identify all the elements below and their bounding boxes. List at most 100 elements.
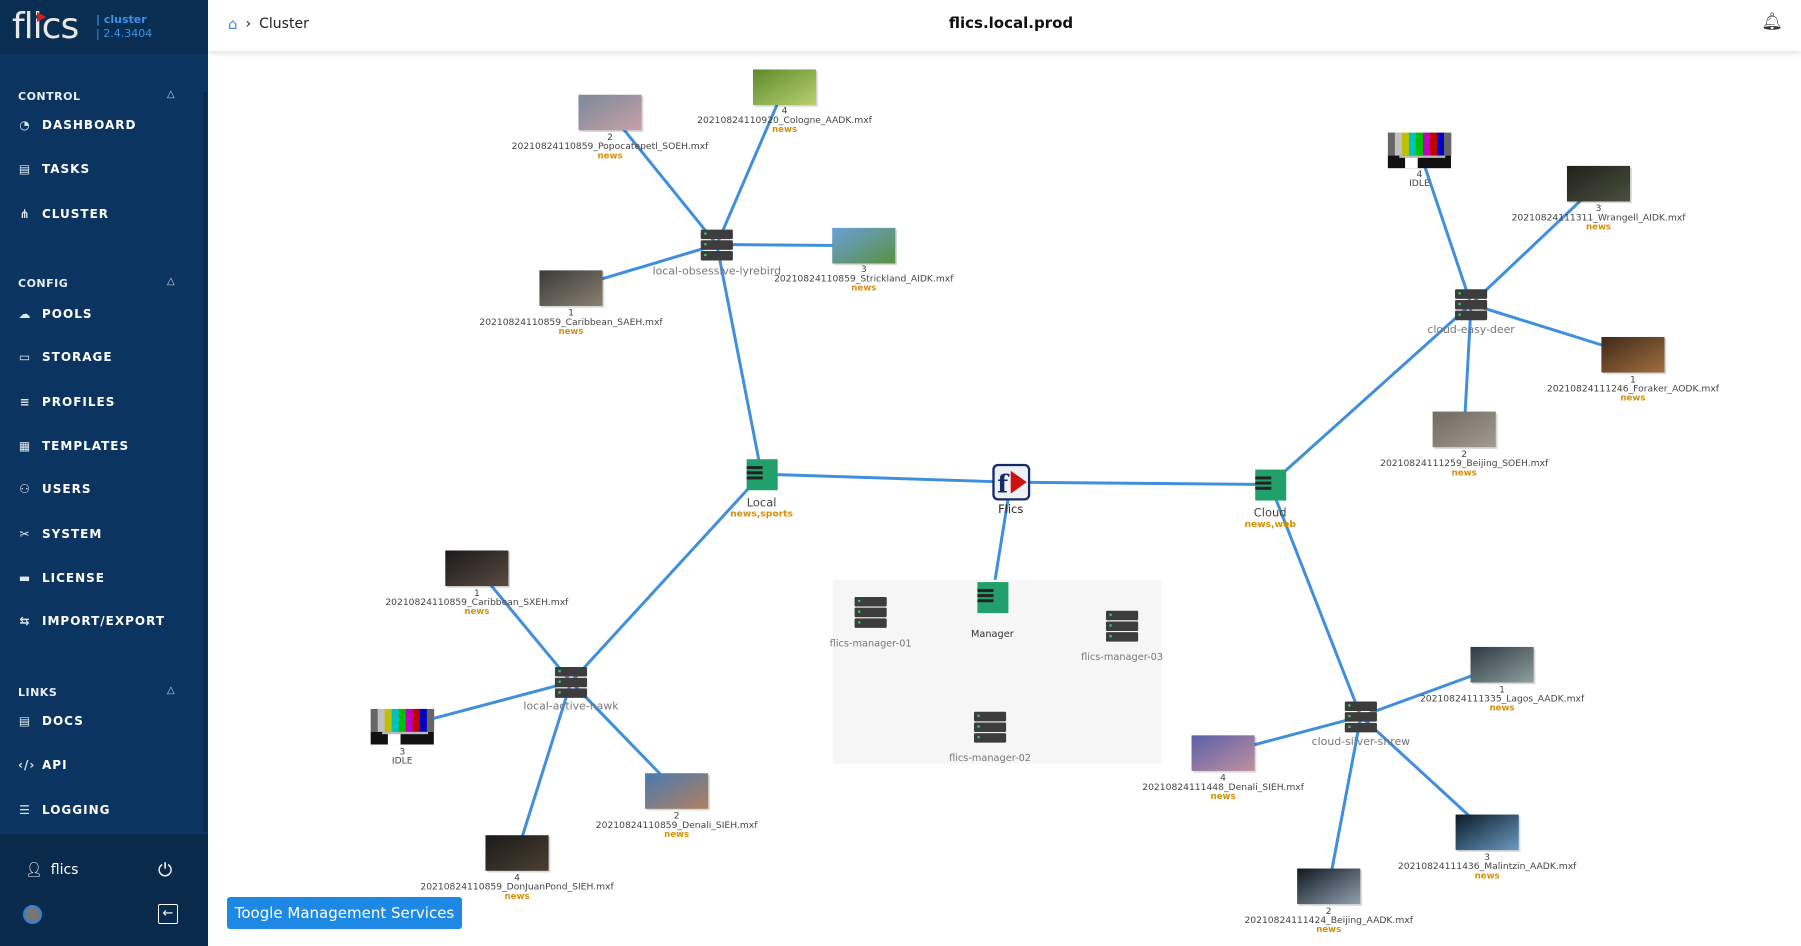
sidebar-item-dashboard[interactable]: ◔DASHBOARD [18, 113, 136, 137]
edge-flics-cloud [1010, 480, 1271, 486]
code-icon: ‹/› [18, 758, 36, 772]
home-icon[interactable]: ⌂ [228, 15, 238, 33]
sidebar-item-storage[interactable]: ▭STORAGE [18, 345, 113, 369]
sidebar-item-profiles[interactable]: ≡ PROFILES [18, 390, 115, 414]
collapse-sidebar-icon[interactable]: ← [158, 904, 178, 924]
tasks-icon: ▤ [18, 162, 32, 176]
clip-number: 3 [399, 746, 405, 757]
root-label: Flics [998, 502, 1023, 516]
edge-server-clip [1470, 182, 1600, 306]
group-node-cloud[interactable] [1255, 469, 1287, 501]
server-node-ced[interactable] [1455, 289, 1488, 321]
clip-thumbnail[interactable] [645, 773, 710, 811]
group-label: Local [747, 495, 777, 509]
sidebar-item-cluster[interactable]: ⋔CLUSTER [18, 202, 109, 226]
sidebar-item-import-export[interactable]: ⇆IMPORT/EXPORT [18, 609, 165, 633]
clip-thumbnail[interactable] [1191, 735, 1257, 773]
sidebar-item-label: LOGGING [42, 803, 111, 817]
clip-filename: 20210824110859_Popocatepetl_SOEH.mxf [512, 141, 709, 152]
sidebar-item-label: POOLS [42, 307, 93, 321]
clip-filename: 20210824111424_Beijing_AADK.mxf [1244, 915, 1413, 926]
clip-thumbnail[interactable] [1470, 646, 1536, 685]
clip-number: 2 [1461, 449, 1467, 460]
top-bar: ⌂ › Cluster flics.local.prod 🔔︎ [208, 0, 1801, 51]
user-menu[interactable]: 👤︎flics [25, 862, 78, 878]
manager-host-node[interactable] [1106, 610, 1139, 642]
sidebar-item-label: LICENSE [42, 571, 105, 585]
clip-tag: news [1452, 468, 1477, 478]
server-node-css[interactable] [1344, 701, 1377, 733]
server-node-lol[interactable] [700, 229, 733, 261]
collapse-chevron-icon[interactable]: △ [167, 89, 175, 100]
clip-thumbnail[interactable] [1297, 868, 1363, 906]
edge-server-clip [1418, 149, 1473, 305]
clip-thumbnail[interactable] [578, 94, 644, 133]
sidebar-item-logging[interactable]: ☰ LOGGING [18, 798, 110, 822]
clip-tag: news [464, 607, 489, 617]
clip-tag: news [1620, 394, 1645, 404]
list-icon: ☰ [19, 803, 31, 817]
clip-tag: news [1316, 925, 1341, 935]
clip-thumbnail[interactable] [1566, 165, 1632, 204]
sidebar-item-system[interactable]: ✂ SYSTEM [18, 522, 102, 546]
sidebar-item-license[interactable]: ▬LICENSE [18, 566, 105, 590]
sidebar-item-label: API [42, 758, 68, 772]
sidebar-item-label: TASKS [42, 162, 91, 176]
edge-server-clip [1327, 716, 1363, 887]
toggle-management-services-button[interactable]: Toogle Management Services [227, 897, 462, 929]
edge-group-server [715, 244, 764, 475]
clip-thumbnail[interactable] [752, 69, 818, 107]
sidebar-item-pools[interactable]: ☁POOLS [18, 302, 93, 326]
server-label: local-obsessive-lyrebird [653, 264, 781, 277]
clip-tag: news [505, 892, 530, 902]
collapse-chevron-icon[interactable]: △ [167, 276, 175, 287]
flics-root-node[interactable]: f [992, 463, 1031, 501]
clip-thumbnail[interactable] [1455, 814, 1521, 852]
manager-host-node[interactable] [973, 711, 1007, 743]
page-title: flics.local.prod [948, 14, 1074, 32]
edge-server-clip [608, 111, 718, 246]
bell-icon[interactable]: 🔔︎ [1761, 12, 1783, 32]
clip-filename: 20210824111259_Beijing_SOEH.mxf [1380, 458, 1549, 469]
sidebar-item-users[interactable]: ⚇USERS [18, 477, 91, 501]
clip-number: 1 [474, 588, 480, 599]
group-node-local[interactable] [746, 459, 778, 491]
edge-server-clip [515, 681, 573, 854]
server-label: cloud-silver-shrew [1312, 735, 1411, 748]
clip-tag: news [1490, 704, 1515, 714]
users-icon: ⚇ [19, 482, 31, 496]
idle-color-bars-thumbnail[interactable] [1387, 132, 1452, 169]
clip-filename: 20210824110859_Denali_SIEH.mxf [596, 820, 758, 831]
import-export-icon: ⇆ [19, 614, 31, 628]
clip-thumbnail[interactable] [832, 227, 898, 266]
clip-thumbnail[interactable] [1601, 336, 1667, 375]
manager-host-node[interactable] [854, 596, 887, 628]
tools-icon: ✂ [19, 527, 31, 541]
sidebar-item-tasks[interactable]: ▤ TASKS [18, 157, 90, 181]
sidebar-item-label: SYSTEM [42, 527, 103, 541]
sidebar-item-label: DOCS [42, 714, 84, 728]
breadcrumb: ⌂ › Cluster [228, 15, 309, 33]
user-panel: 👤︎flics ⏻ ← [0, 834, 208, 946]
sidebar-scrollbar[interactable] [203, 92, 207, 832]
sidebar-item-docs[interactable]: ▤DOCS [18, 709, 84, 733]
clip-thumbnail[interactable] [485, 835, 551, 873]
clip-thumbnail[interactable] [445, 550, 511, 588]
idle-color-bars-thumbnail[interactable] [370, 708, 435, 745]
manager-node[interactable] [977, 582, 1009, 614]
clip-thumbnail[interactable] [539, 270, 605, 308]
breadcrumb-current: Cluster [259, 16, 309, 32]
clip-number: 4 [1417, 169, 1423, 180]
collapse-chevron-icon[interactable]: △ [167, 685, 175, 696]
edge-group-server [569, 473, 763, 683]
clip-thumbnail[interactable] [1432, 411, 1498, 449]
sidebar-item-label: PROFILES [42, 395, 116, 409]
server-node-lah[interactable] [554, 667, 588, 698]
sliders-icon: ≡ [19, 395, 31, 409]
clip-tag: news [1211, 792, 1236, 802]
edge-server-clip [569, 680, 678, 793]
sidebar-item-api[interactable]: ‹/› API [18, 753, 68, 777]
power-icon[interactable]: ⏻ [158, 860, 173, 881]
sidebar-item-templates[interactable]: ▦TEMPLATES [18, 434, 129, 458]
